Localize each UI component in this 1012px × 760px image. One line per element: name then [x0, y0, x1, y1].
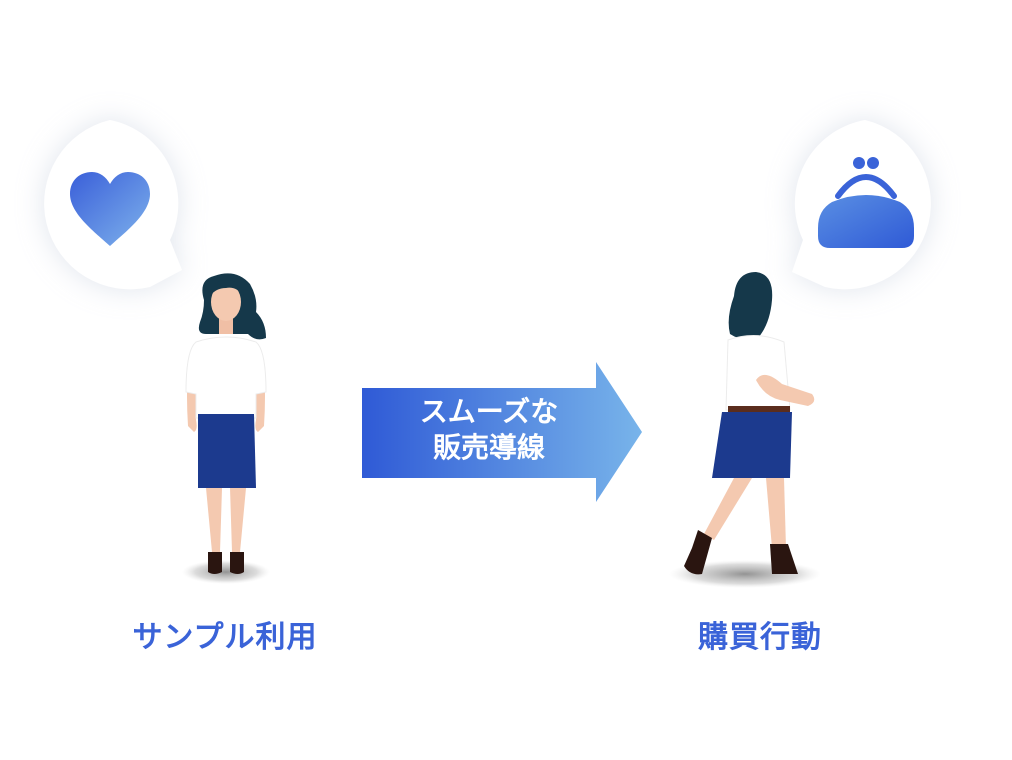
arrow-label-line-2: 販売導線 — [432, 431, 545, 464]
heart-icon — [70, 172, 150, 246]
standing-woman-figure — [182, 273, 270, 584]
walking-woman-figure — [669, 272, 821, 588]
flow-arrow — [362, 362, 642, 502]
arrow-label-line-1: スムーズな — [419, 395, 559, 428]
coin-purse-icon — [818, 157, 914, 248]
right-speech-bubble — [792, 120, 931, 290]
left-speech-bubble — [44, 120, 183, 290]
sample-use-caption: サンプル利用 — [132, 620, 318, 655]
purchase-action-caption: 購買行動 — [698, 620, 822, 655]
